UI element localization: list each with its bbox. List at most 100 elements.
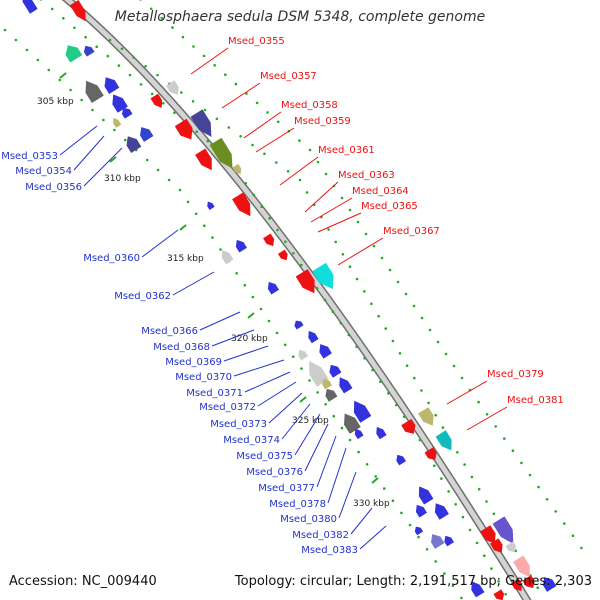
track-dot bbox=[363, 357, 366, 360]
track-dot bbox=[412, 304, 416, 308]
track-dot bbox=[468, 528, 472, 532]
track-dot bbox=[308, 148, 312, 152]
track-dot bbox=[255, 101, 259, 105]
forward-gene-label: Msed_0363 bbox=[338, 170, 395, 181]
track-dot bbox=[374, 475, 378, 478]
track-dot bbox=[36, 58, 40, 62]
gene-arrow bbox=[104, 77, 120, 94]
track-dot bbox=[149, 7, 153, 11]
reverse-gene-label: Msed_0372 bbox=[199, 402, 256, 413]
track-dot bbox=[162, 102, 165, 105]
track-dot bbox=[144, 65, 147, 68]
track-dot bbox=[470, 475, 474, 479]
kbp-tick bbox=[179, 224, 187, 231]
gene-arrow bbox=[113, 117, 122, 128]
gene-arrow bbox=[150, 93, 163, 108]
gene-arrow bbox=[344, 413, 361, 434]
track-dot bbox=[132, 56, 136, 59]
reverse-gene-label: Msed_0366 bbox=[141, 326, 198, 337]
track-dot bbox=[436, 340, 440, 344]
track-dot bbox=[380, 256, 384, 260]
track-dot bbox=[456, 451, 459, 454]
track-dot bbox=[266, 111, 269, 114]
reverse-gene-label: Msed_0353 bbox=[1, 151, 58, 162]
track-dot bbox=[355, 345, 359, 349]
gene-arrow bbox=[65, 45, 83, 63]
gene-arrow bbox=[490, 538, 503, 553]
forward-gene-leader bbox=[446, 380, 488, 405]
track-dot bbox=[418, 438, 422, 442]
gene-arrow bbox=[401, 418, 416, 434]
track-dot bbox=[139, 0, 142, 1]
forward-gene-label: Msed_0358 bbox=[281, 100, 338, 111]
track-dot bbox=[202, 54, 206, 58]
gene-arrow bbox=[376, 426, 387, 440]
track-dot bbox=[227, 126, 231, 129]
gene-arrow bbox=[263, 233, 275, 247]
track-dot bbox=[420, 389, 423, 392]
gene-arrow bbox=[353, 400, 372, 423]
track-dot bbox=[408, 523, 412, 527]
gene-arrow bbox=[294, 320, 304, 330]
kbp-tick bbox=[247, 312, 255, 319]
track-dot bbox=[370, 302, 373, 306]
track-dot bbox=[275, 331, 279, 335]
track-dot bbox=[405, 364, 409, 368]
gene-arrow bbox=[444, 535, 454, 547]
track-dot bbox=[284, 240, 287, 243]
reverse-gene-label: Msed_0383 bbox=[301, 545, 358, 556]
track-dot bbox=[203, 108, 207, 112]
track-dot bbox=[186, 200, 190, 204]
track-dot bbox=[276, 228, 279, 232]
reverse-gene-leader bbox=[268, 392, 303, 424]
track-dot bbox=[536, 586, 539, 589]
track-dot bbox=[504, 593, 508, 596]
reverse-gene-label: Msed_0370 bbox=[175, 372, 232, 383]
track-dot bbox=[339, 322, 343, 325]
track-dot bbox=[224, 73, 227, 76]
reverse-gene-label: Msed_0354 bbox=[15, 166, 72, 177]
track-dot bbox=[452, 364, 456, 368]
track-dot bbox=[300, 263, 303, 267]
gene-arrow bbox=[339, 377, 353, 394]
reverse-gene-label: Msed_0382 bbox=[292, 530, 349, 541]
track-dot bbox=[391, 339, 395, 343]
track-dot bbox=[102, 118, 105, 122]
gene-arrow bbox=[308, 330, 319, 344]
forward-gene-leader bbox=[310, 197, 353, 223]
track-dot bbox=[239, 135, 242, 138]
track-dot bbox=[178, 188, 182, 192]
forward-gene-label: Msed_0379 bbox=[487, 369, 544, 380]
track-dot bbox=[39, 0, 43, 1]
reverse-gene-label: Msed_0362 bbox=[114, 291, 171, 302]
topology-label: Topology: circular; Length: 2,191,517 bp… bbox=[234, 574, 592, 589]
reverse-gene-label: Msed_0373 bbox=[210, 419, 267, 430]
track-dot bbox=[283, 343, 287, 347]
track-dot bbox=[490, 567, 493, 570]
gene-arrow bbox=[418, 407, 434, 426]
forward-gene-label: Msed_0367 bbox=[383, 226, 440, 237]
track-dot bbox=[324, 172, 328, 176]
gene-arrow bbox=[319, 344, 332, 359]
track-dot bbox=[477, 487, 481, 491]
track-dot bbox=[372, 244, 376, 248]
forward-gene-leader bbox=[279, 156, 319, 186]
track-dot bbox=[434, 560, 438, 563]
track-dot bbox=[194, 212, 198, 216]
gene-arrow bbox=[166, 80, 179, 95]
forward-gene-leader bbox=[243, 111, 282, 139]
gene-arrow bbox=[322, 378, 332, 390]
reverse-gene-leader bbox=[199, 311, 241, 331]
reverse-gene-leader bbox=[244, 371, 291, 393]
track-dot bbox=[62, 17, 65, 20]
track-dot bbox=[323, 298, 327, 302]
track-dot bbox=[463, 463, 466, 466]
kbp-tick-label: 320 kbp bbox=[231, 334, 268, 344]
track-dot bbox=[327, 228, 330, 231]
track-dot bbox=[150, 92, 154, 96]
forward-gene-leader bbox=[466, 406, 508, 431]
track-dot bbox=[563, 522, 566, 525]
track-dot bbox=[485, 500, 488, 503]
forward-gene-label: Msed_0381 bbox=[507, 395, 564, 406]
